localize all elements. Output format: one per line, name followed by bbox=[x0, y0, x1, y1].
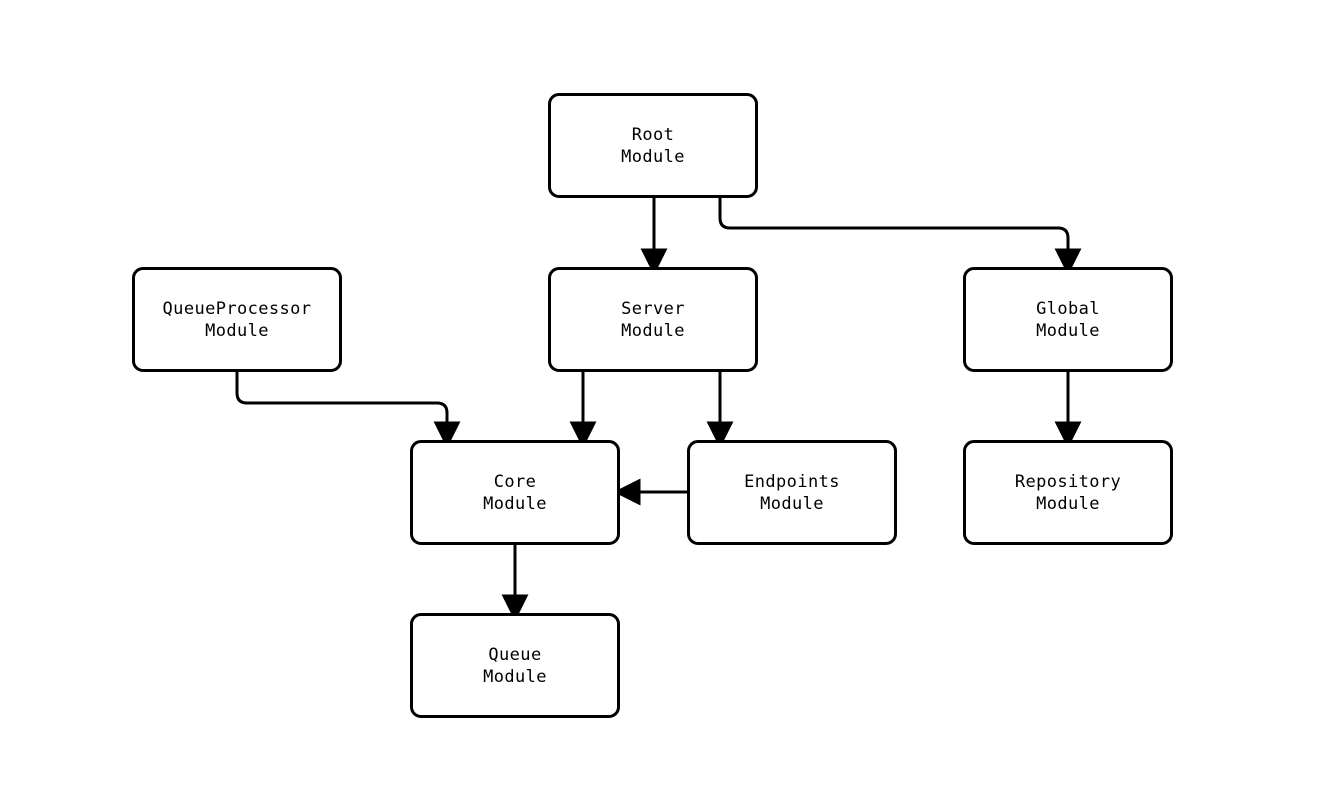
queue-module-node[interactable]: Queue Module bbox=[410, 613, 620, 718]
edge-root-to-global bbox=[718, 198, 1082, 276]
node-label: QueueProcessor Module bbox=[162, 298, 312, 341]
repository-module-node[interactable]: Repository Module bbox=[963, 440, 1173, 545]
root-module-node[interactable]: Root Module bbox=[548, 93, 758, 198]
node-label: Core Module bbox=[483, 471, 547, 514]
node-label: Endpoints Module bbox=[744, 471, 840, 514]
endpoints-module-node[interactable]: Endpoints Module bbox=[687, 440, 897, 545]
node-label: Global Module bbox=[1036, 298, 1100, 341]
node-label: Server Module bbox=[621, 298, 685, 341]
queueprocessor-module-node[interactable]: QueueProcessor Module bbox=[132, 267, 342, 372]
edge-queueprocessor-to-core bbox=[235, 372, 461, 449]
core-module-node[interactable]: Core Module bbox=[410, 440, 620, 545]
server-module-node[interactable]: Server Module bbox=[548, 267, 758, 372]
node-label: Repository Module bbox=[1014, 471, 1122, 514]
edge-paths bbox=[235, 198, 1082, 622]
node-label: Root Module bbox=[621, 124, 685, 167]
global-module-node[interactable]: Global Module bbox=[963, 267, 1173, 372]
node-label: Queue Module bbox=[483, 644, 547, 687]
